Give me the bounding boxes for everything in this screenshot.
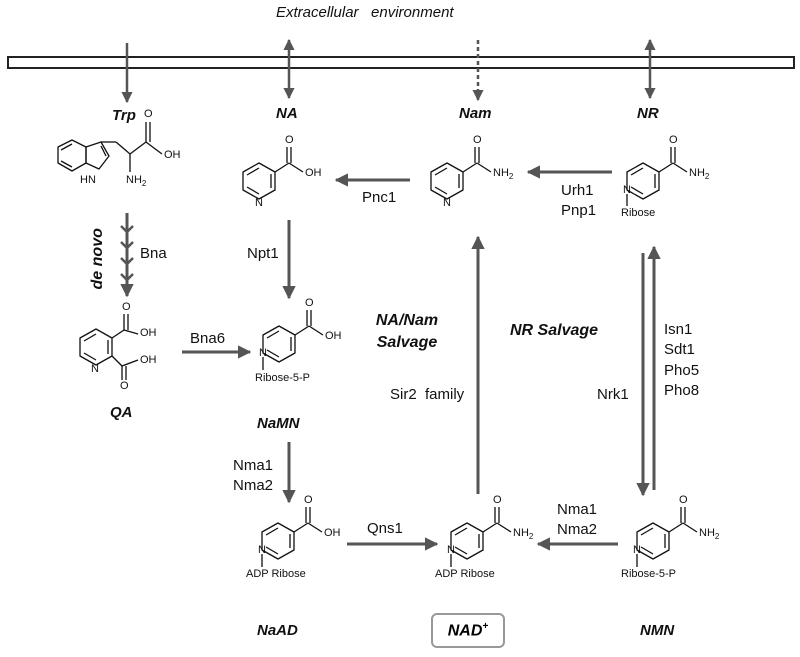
- nad-structure: [450, 507, 512, 567]
- nr-nh2: NH2: [689, 167, 710, 182]
- nmn-ribose-5-p: Ribose-5-P: [621, 568, 677, 580]
- node-na: NA: [276, 105, 298, 122]
- enzyme-urh1: Urh1: [561, 182, 594, 199]
- enzyme-npt1: Npt1: [247, 245, 279, 262]
- na-n: N: [255, 197, 263, 209]
- nam-structure: [430, 147, 492, 200]
- node-nad: NAD+: [447, 620, 489, 640]
- nr-ribose: Ribose: [621, 207, 656, 219]
- na-nam-salvage-line1: NA/Nam: [375, 312, 439, 329]
- na-oh: OH: [305, 167, 322, 179]
- nmn-nh2: NH2: [699, 527, 720, 542]
- enzyme-sir2-family: Sir2 family: [390, 386, 465, 403]
- qa-oh-top: OH: [140, 327, 157, 339]
- enzyme-bna6: Bna6: [190, 330, 226, 347]
- enzyme-urh1-pnp1: Urh1 Pnp1: [561, 181, 596, 220]
- node-nmn: NMN: [640, 622, 675, 639]
- enzyme-pnp1: Pnp1: [561, 201, 597, 219]
- nad-adp-ribose: ADP Ribose: [435, 568, 495, 580]
- enzyme-nma-left: Nma1 Nma2: [233, 456, 273, 495]
- enzyme-pho8: Pho8: [664, 381, 700, 399]
- enzyme-nma1-left: Nma1: [233, 457, 274, 474]
- naad-oh: OH: [324, 527, 341, 539]
- enzyme-nma2-right: Nma2: [557, 520, 598, 538]
- nam-o: O: [473, 134, 482, 146]
- namn-oh: OH: [325, 330, 342, 342]
- enzyme-bna: Bna: [140, 245, 167, 262]
- enzyme-pnc1: Pnc1: [362, 189, 397, 206]
- nad-nh2: NH2: [513, 527, 534, 542]
- node-namn: NaMN: [257, 415, 300, 432]
- enzyme-pho5: Pho5: [664, 361, 700, 379]
- node-trp: Trp: [112, 107, 136, 124]
- enzyme-nrk1: Nrk1: [597, 386, 629, 403]
- node-nam: Nam: [459, 105, 492, 122]
- enzyme-qns1: Qns1: [367, 520, 403, 537]
- qa-o-top: O: [122, 301, 131, 313]
- nad-charge: +: [482, 620, 489, 632]
- nam-n: N: [443, 197, 451, 209]
- enzyme-nma2-left: Nma2: [233, 476, 274, 494]
- naad-structure: [261, 507, 323, 567]
- nr-o: O: [669, 134, 678, 146]
- trp-oh: OH: [164, 149, 181, 161]
- na-nam-salvage-line2: Salvage: [376, 333, 438, 351]
- namn-ribose-5-p: Ribose-5-P: [255, 372, 311, 384]
- node-naad: NaAD: [257, 622, 298, 639]
- enzyme-nma1-right: Nma1: [557, 501, 598, 518]
- enzyme-sdt1: Sdt1: [664, 341, 695, 359]
- de-novo-label: de novo: [89, 228, 107, 290]
- enzyme-isn1: Isn1: [664, 321, 693, 338]
- naad-o: O: [304, 494, 313, 506]
- nr-n: N: [623, 184, 631, 196]
- nmn-n: N: [633, 544, 641, 556]
- na-structure: [242, 147, 304, 200]
- enzyme-isn1-group: Isn1 Sdt1 Pho5 Pho8: [664, 320, 699, 401]
- nmn-structure: [636, 507, 698, 567]
- naad-adp-ribose: ADP Ribose: [246, 568, 306, 580]
- na-o: O: [285, 134, 294, 146]
- qa-o-bottom: O: [120, 380, 129, 392]
- nad-box: NAD+: [431, 613, 505, 648]
- enzyme-nma-right: Nma1 Nma2: [557, 500, 597, 539]
- qa-oh-bottom: OH: [140, 354, 157, 366]
- trp-o: O: [144, 108, 153, 120]
- de-novo-step-marks: [120, 225, 134, 282]
- extracellular-environment-title: Extracellular environment: [276, 4, 454, 21]
- trp-hn: HN: [80, 174, 96, 186]
- nam-nh2: NH2: [493, 167, 514, 182]
- qa-structure: [79, 314, 139, 380]
- naad-n: N: [258, 544, 266, 556]
- qa-n: N: [91, 363, 99, 375]
- trp-nh2: NH2: [126, 174, 147, 189]
- nad-o: O: [493, 494, 502, 506]
- nmn-o: O: [679, 494, 688, 506]
- node-qa: QA: [110, 404, 133, 421]
- namn-n: N: [259, 347, 267, 359]
- trp-structure: [57, 122, 163, 172]
- cell-membrane: [7, 56, 795, 69]
- node-nr: NR: [637, 105, 659, 122]
- namn-structure: [262, 310, 324, 370]
- nr-salvage-label: NR Salvage: [510, 322, 599, 339]
- nr-structure: [626, 147, 688, 206]
- namn-o: O: [305, 297, 314, 309]
- nad-n: N: [447, 544, 455, 556]
